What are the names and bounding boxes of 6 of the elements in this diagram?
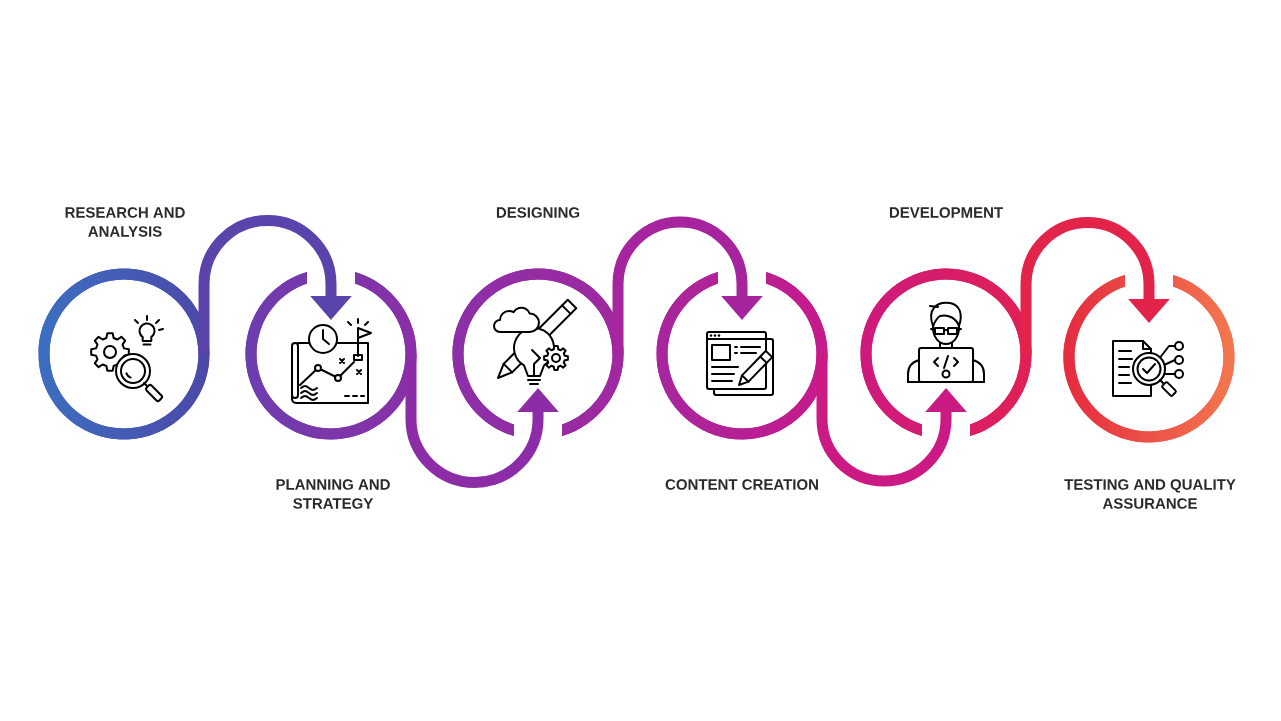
step-label: DEVELOPMENT: [889, 207, 1003, 218]
step-label: CONTENT CREATION: [665, 479, 818, 490]
step-label: TESTING AND QUALITY ASSURANCE: [1064, 479, 1236, 509]
step-label: PLANNING AND STRATEGY: [276, 479, 390, 509]
step-label: DESIGNING: [496, 207, 580, 218]
step-label: RESEARCH AND ANALYSIS: [65, 207, 185, 237]
